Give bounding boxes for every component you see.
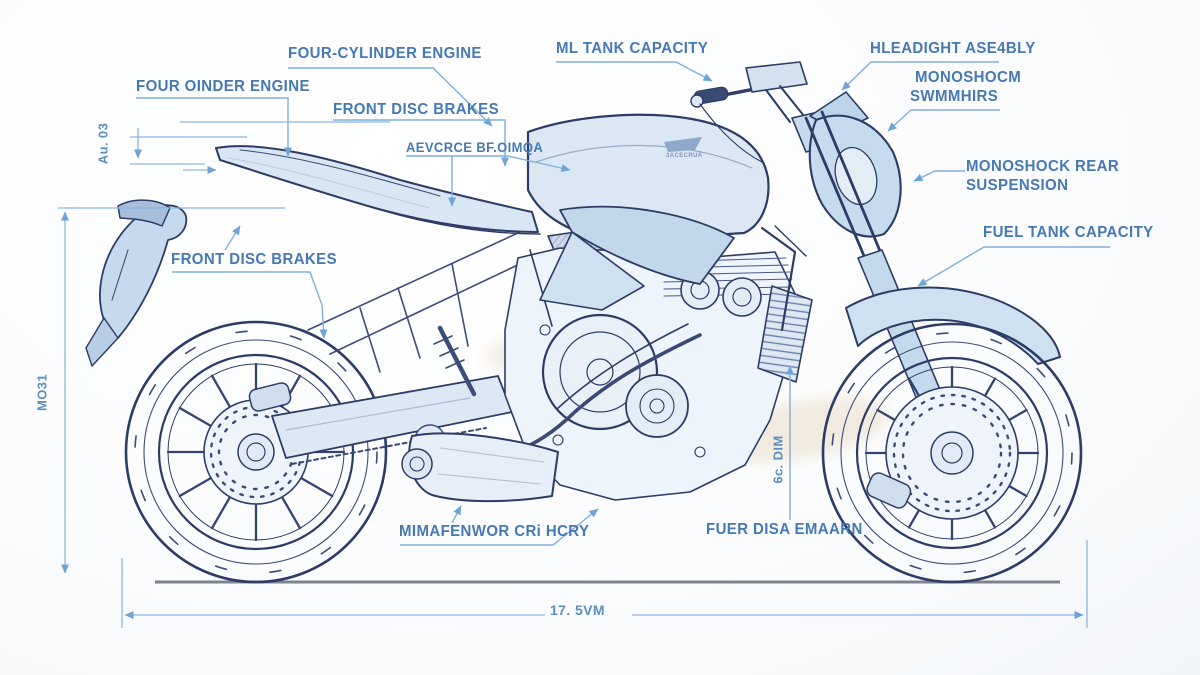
motorcycle: [85, 61, 1083, 584]
wing-badge: [664, 137, 702, 152]
rear-fender: [85, 199, 188, 367]
instrument-cluster: [745, 61, 808, 93]
label-front-disc: FUER DISA EMAARN: [706, 520, 863, 539]
leader-lines: [136, 61, 1110, 546]
label-monoshock-rear-line2: SUSPENSION: [966, 176, 1069, 195]
headlight: [808, 91, 902, 238]
crank-cover: [625, 374, 689, 438]
muffler: [408, 432, 559, 503]
label-front-disc-brakes-left: FRONT DISC BRAKES: [171, 250, 337, 269]
label-four-cylinder-engine: FOUR-CYLINDER ENGINE: [288, 44, 482, 63]
label-aevcrce: AEVCRCE BF.OIMQA: [406, 139, 544, 156]
label-monoshock-rear-line1: MONOSHOCK REAR: [966, 157, 1120, 176]
exhaust: [401, 323, 702, 503]
front-brake-caliper: [866, 472, 912, 509]
front-fender: [845, 286, 1061, 365]
dimension-lines: [58, 121, 1088, 628]
label-muffler: MIMAFENWOR CRi HCRY: [399, 522, 590, 541]
front-wheel: [821, 322, 1083, 584]
engine: [504, 225, 813, 501]
label-four-oinder-engine: FOUR OINDER ENGINE: [136, 77, 310, 96]
fuel-tank: [526, 113, 770, 311]
dimension-tail-offset: Au. 03: [95, 122, 111, 165]
label-monoshock-swingarm-line1: MONOSHOCM: [915, 68, 1022, 87]
label-headlight-assembly: HLEADIGHT ASE4BLY: [870, 39, 1036, 58]
label-fuel-tank-capacity: FUEL TANK CAPACITY: [983, 223, 1154, 242]
taillight: [117, 199, 171, 227]
tank-shroud: [559, 205, 735, 285]
label-front-disc-brakes-top: FRONT DISC BRAKES: [333, 100, 499, 119]
dimension-overall-height: MO31: [34, 374, 50, 412]
radiator: [757, 285, 813, 383]
rear-brake-caliper: [248, 382, 292, 412]
label-ml-tank-capacity: ML TANK CAPACITY: [556, 39, 709, 58]
dimension-wheelbase: 17. 5VM: [550, 602, 605, 618]
label-monoshock-swingarm-line2: SWMMHIRS: [910, 87, 999, 106]
dimension-mid-height: 6c. DIM: [770, 435, 786, 484]
rear-wheel: [124, 320, 388, 584]
tank-badge-text: 3ACECRUA: [666, 153, 703, 159]
cam-cap-right: [722, 277, 762, 317]
